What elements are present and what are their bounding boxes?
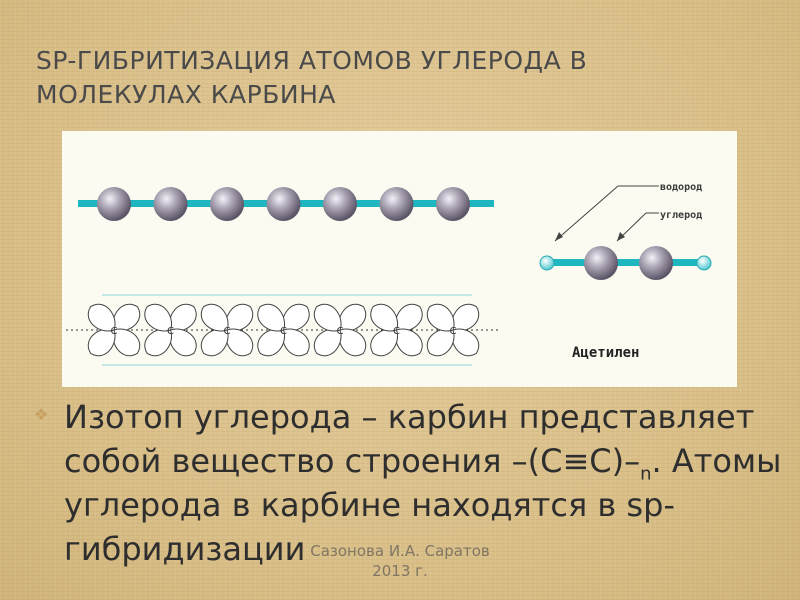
- chain-carbon-atom: [210, 187, 244, 221]
- acetylene-molecule: водород углерод Ацетилен: [539, 182, 712, 361]
- chain-carbon-atom: [379, 187, 414, 221]
- acetylene-label: Ацетилен: [572, 345, 639, 361]
- hydrogen-pointer-head: [555, 232, 563, 241]
- orbital-atom-label: C: [167, 326, 174, 337]
- orbital-atom-label: C: [450, 326, 457, 337]
- carbyne-diagram-svg: C C C C C C C водород углерод Ацетилен: [66, 182, 712, 366]
- orbital-atom-label: C: [280, 326, 287, 337]
- body-paragraph: Изотоп углерода – карбин представляет со…: [64, 395, 784, 571]
- orbital-atom-label: C: [224, 326, 231, 337]
- chain-carbon-atom: [153, 187, 188, 221]
- sp-orbital: C: [370, 303, 423, 357]
- hydrogen-pointer-arrow: [554, 185, 619, 242]
- acetylene-carbon-right: [639, 246, 673, 280]
- orbital-lobe: [144, 303, 173, 332]
- acetylene-bond: [549, 259, 704, 266]
- footer-year: 2013 г.: [372, 562, 428, 580]
- orbital-lobe: [200, 303, 229, 332]
- paragraph-part-1: Изотоп углерода – карбин представляет со…: [64, 398, 755, 480]
- hydrogen-label: водород: [660, 182, 702, 193]
- orbital-atom-label: C: [337, 326, 344, 337]
- sp-orbital: C: [200, 303, 254, 357]
- chain-carbon-atom: [266, 187, 301, 221]
- chain-carbon-atom: [97, 187, 131, 221]
- orbital-atom-label: C: [393, 326, 400, 337]
- carbyne-diagram: C C C C C C C водород углерод Ацетилен: [62, 131, 737, 387]
- orbital-lobe: [313, 303, 342, 332]
- orbital-lobe: [257, 303, 286, 332]
- paragraph-subscript: n: [640, 463, 652, 485]
- sp-orbital: C: [313, 303, 367, 357]
- bullet-icon: ❖: [34, 405, 49, 424]
- hydrogen-atom-right: [696, 255, 712, 271]
- sp-orbital: C: [144, 303, 197, 357]
- acetylene-carbon-left: [584, 246, 618, 280]
- footer-author: Сазонова И.А. Саратов: [310, 542, 490, 560]
- hydrogen-atom-left: [539, 255, 555, 271]
- carbyne-chain: [78, 187, 494, 221]
- chain-atoms: [97, 187, 470, 221]
- sp-orbital: C: [87, 303, 141, 357]
- chain-carbon-atom: [436, 187, 470, 221]
- footer: Сазонова И.А. Саратов 2013 г.: [0, 541, 800, 591]
- sp-orbital: C: [257, 303, 310, 357]
- paragraph-part-2: . Атомы углерода в карбине находятся в s…: [64, 442, 782, 568]
- orbital-lobe: [87, 303, 116, 332]
- sp-orbital: C: [426, 303, 480, 357]
- orbital-atom-label: C: [111, 326, 118, 337]
- chain-carbon-atom: [323, 187, 357, 221]
- slide-title-line-2: МОЛЕКУЛАХ КАРБИНА: [36, 80, 336, 109]
- slide-title: SP-ГИБРИТИЗАЦИЯ АТОМОВ УГЛЕРОДА В МОЛЕКУ…: [36, 44, 756, 112]
- slide-title-line-1: SP-ГИБРИТИЗАЦИЯ АТОМОВ УГЛЕРОДА В: [36, 46, 588, 75]
- carbon-pointer-head: [617, 232, 625, 241]
- carbon-label: углерод: [660, 210, 702, 221]
- orbital-lobe: [426, 303, 455, 332]
- body-text: ❖ Изотоп углерода – карбин представляет …: [34, 395, 784, 600]
- orbital-lobe: [370, 303, 399, 332]
